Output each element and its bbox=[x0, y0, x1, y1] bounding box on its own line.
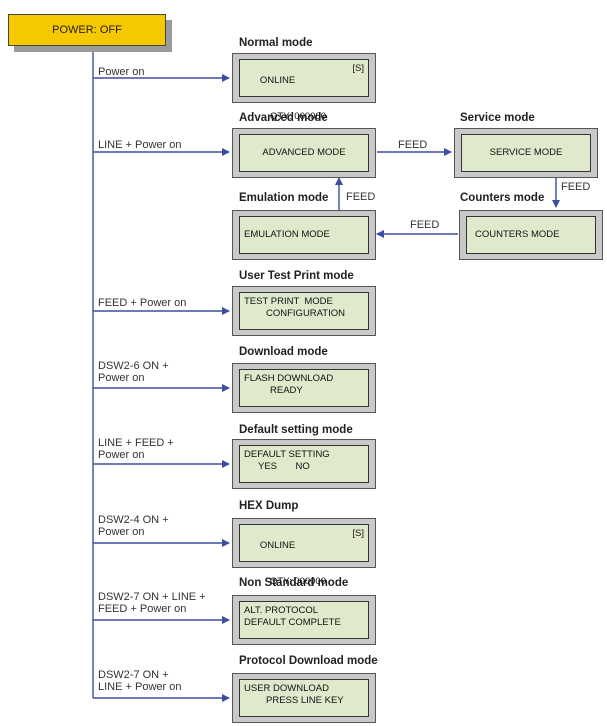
title-protocol: Protocol Download mode bbox=[239, 655, 378, 667]
lcd-protocol: USER DOWNLOAD PRESS LINE KEY bbox=[232, 673, 376, 723]
lcd-download: FLASH DOWNLOAD READY bbox=[232, 363, 376, 413]
title-default: Default setting mode bbox=[239, 424, 353, 436]
lcd-protocol-screen: USER DOWNLOAD PRESS LINE KEY bbox=[239, 679, 369, 717]
power-off-box: POWER: OFF bbox=[8, 14, 166, 46]
cond-normal: Power on bbox=[98, 66, 145, 78]
title-counters: Counters mode bbox=[460, 192, 545, 204]
title-advanced: Advanced mode bbox=[239, 112, 328, 124]
lcd-normal-status: [S] bbox=[352, 63, 364, 74]
title-hexdump: HEX Dump bbox=[239, 500, 299, 512]
cond-download: DSW2-6 ON + Power on bbox=[98, 360, 169, 384]
lcd-emulation-screen: EMULATION MODE bbox=[239, 216, 369, 254]
feed-label-emulation-advanced: FEED bbox=[346, 191, 376, 203]
cond-hexdump: DSW2-4 ON + Power on bbox=[98, 514, 169, 538]
lcd-hexdump: ONLINE [S] QTY: 000000 bbox=[232, 518, 376, 587]
lcd-hexdump-line1: ONLINE bbox=[259, 540, 296, 551]
lcd-nonstandard-line1: ALT. PROTOCOL bbox=[244, 605, 319, 616]
cond-advanced: LINE + Power on bbox=[98, 139, 182, 151]
cond-protocol: DSW2-7 ON + LINE + Power on bbox=[98, 669, 182, 693]
lcd-default-line1: DEFAULT SETTING bbox=[244, 449, 330, 460]
lcd-advanced: ADVANCED MODE bbox=[232, 128, 376, 178]
cond-nonstandard: DSW2-7 ON + LINE + FEED + Power on bbox=[98, 591, 206, 615]
lcd-nonstandard-line2: DEFAULT COMPLETE bbox=[244, 617, 341, 628]
lcd-hexdump-status: [S] bbox=[352, 528, 364, 539]
title-service: Service mode bbox=[460, 112, 535, 124]
cond-testprint: FEED + Power on bbox=[98, 297, 187, 309]
lcd-counters-text: COUNTERS MODE bbox=[475, 229, 560, 240]
lcd-emulation: EMULATION MODE bbox=[232, 210, 376, 260]
lcd-hexdump-screen: ONLINE [S] QTY: 000000 bbox=[239, 524, 369, 587]
title-testprint: User Test Print mode bbox=[239, 270, 354, 282]
title-emulation: Emulation mode bbox=[239, 192, 329, 204]
lcd-counters-screen: COUNTERS MODE bbox=[466, 216, 596, 254]
lcd-service-screen: SERVICE MODE bbox=[461, 134, 591, 172]
feed-label-counters-emulation: FEED bbox=[410, 219, 440, 231]
lcd-nonstandard: ALT. PROTOCOL DEFAULT COMPLETE bbox=[232, 595, 376, 645]
feed-label-adv-service: FEED bbox=[398, 139, 428, 151]
cond-default: LINE + FEED + Power on bbox=[98, 437, 174, 461]
lcd-testprint-screen: TEST PRINT MODE CONFIGURATION bbox=[239, 292, 369, 330]
lcd-download-line2: READY bbox=[270, 385, 303, 396]
lcd-testprint: TEST PRINT MODE CONFIGURATION bbox=[232, 286, 376, 336]
feed-label-service-counters: FEED bbox=[561, 181, 591, 193]
lcd-default: DEFAULT SETTING YES NO bbox=[232, 439, 376, 489]
lcd-default-line2: YES NO bbox=[258, 461, 310, 472]
lcd-advanced-text: ADVANCED MODE bbox=[262, 147, 346, 158]
lcd-normal-line1: ONLINE bbox=[259, 75, 296, 86]
lcd-download-line1: FLASH DOWNLOAD bbox=[244, 373, 334, 384]
lcd-normal-screen: ONLINE [S] QTY: 000000 bbox=[239, 59, 369, 122]
lcd-testprint-line1: TEST PRINT MODE bbox=[244, 296, 333, 307]
lcd-hexdump-line2: QTY: 000000 bbox=[270, 576, 326, 587]
lcd-download-screen: FLASH DOWNLOAD READY bbox=[239, 369, 369, 407]
lcd-emulation-text: EMULATION MODE bbox=[244, 229, 330, 240]
lcd-protocol-line1: USER DOWNLOAD bbox=[244, 683, 329, 694]
lcd-service-text: SERVICE MODE bbox=[489, 147, 563, 158]
lcd-normal-line2: QTY: 000000 bbox=[270, 111, 326, 122]
lcd-advanced-screen: ADVANCED MODE bbox=[239, 134, 369, 172]
title-download: Download mode bbox=[239, 346, 328, 358]
title-nonstandard: Non Standard mode bbox=[239, 577, 349, 589]
lcd-protocol-line2: PRESS LINE KEY bbox=[266, 695, 344, 706]
lcd-normal: ONLINE [S] QTY: 000000 bbox=[232, 53, 376, 122]
lcd-counters: COUNTERS MODE bbox=[459, 210, 603, 260]
power-off-label: POWER: OFF bbox=[52, 24, 122, 36]
lcd-testprint-line2: CONFIGURATION bbox=[266, 308, 345, 319]
title-normal: Normal mode bbox=[239, 37, 313, 49]
lcd-service: SERVICE MODE bbox=[454, 128, 598, 178]
lcd-nonstandard-screen: ALT. PROTOCOL DEFAULT COMPLETE bbox=[239, 601, 369, 639]
lcd-default-screen: DEFAULT SETTING YES NO bbox=[239, 445, 369, 483]
